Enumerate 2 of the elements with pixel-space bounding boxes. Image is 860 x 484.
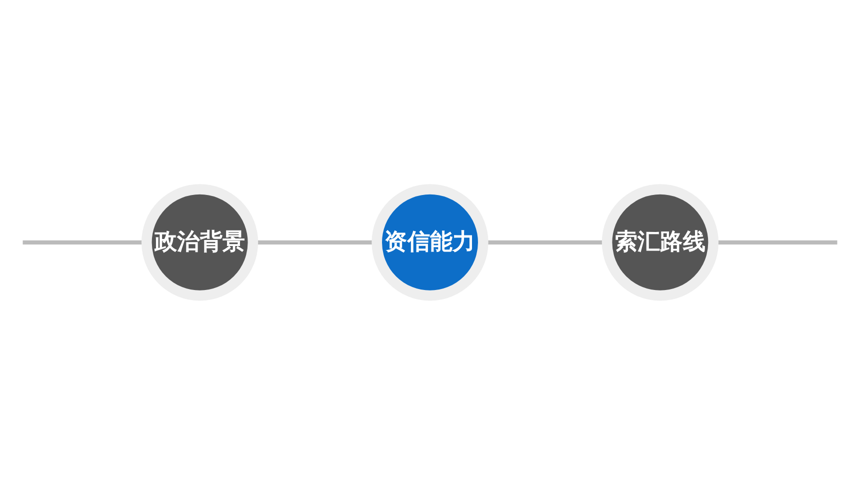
- node-circle: 资信能力: [372, 184, 488, 300]
- node-circle: 索汇路线: [602, 184, 719, 300]
